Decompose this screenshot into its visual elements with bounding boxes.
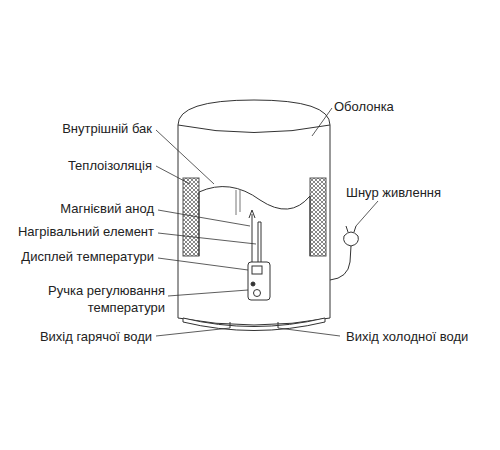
plug-pins: [346, 226, 356, 232]
part-label: Вихід гарячої води: [40, 328, 152, 345]
water-outlets: [230, 322, 278, 328]
part-label: Магнієвий анод: [60, 200, 154, 217]
temperature-display: [252, 266, 262, 274]
control-panel: [248, 262, 270, 300]
temperature-knob: [254, 290, 261, 297]
part-label: Теплоізоляція: [68, 157, 152, 174]
insulation-right: [310, 178, 326, 256]
part-label: Вихід холодної води: [346, 328, 468, 345]
part-label: Шнур живлення: [346, 184, 441, 201]
leader-lines: [156, 108, 378, 336]
part-label: Ручка регулювання температури: [25, 282, 165, 316]
heating-element: [258, 222, 261, 262]
magnesium-anode: [249, 210, 255, 262]
inner-tank-wall: [199, 192, 310, 256]
heater-shell: [178, 125, 330, 325]
top-cap: [178, 100, 330, 133]
part-label: Оболонка: [334, 98, 394, 115]
part-label: Дисплей температури: [21, 248, 154, 265]
cutaway-edge: [199, 187, 310, 210]
part-label: Внутрішній бак: [62, 120, 152, 137]
power-cord: [330, 246, 351, 280]
inner-tank-line: [236, 189, 240, 215]
indicator-dot: [251, 282, 255, 286]
power-plug: [344, 232, 359, 246]
bottom-rim: [183, 318, 325, 331]
part-label: Нагрівальний елемент: [18, 223, 154, 240]
